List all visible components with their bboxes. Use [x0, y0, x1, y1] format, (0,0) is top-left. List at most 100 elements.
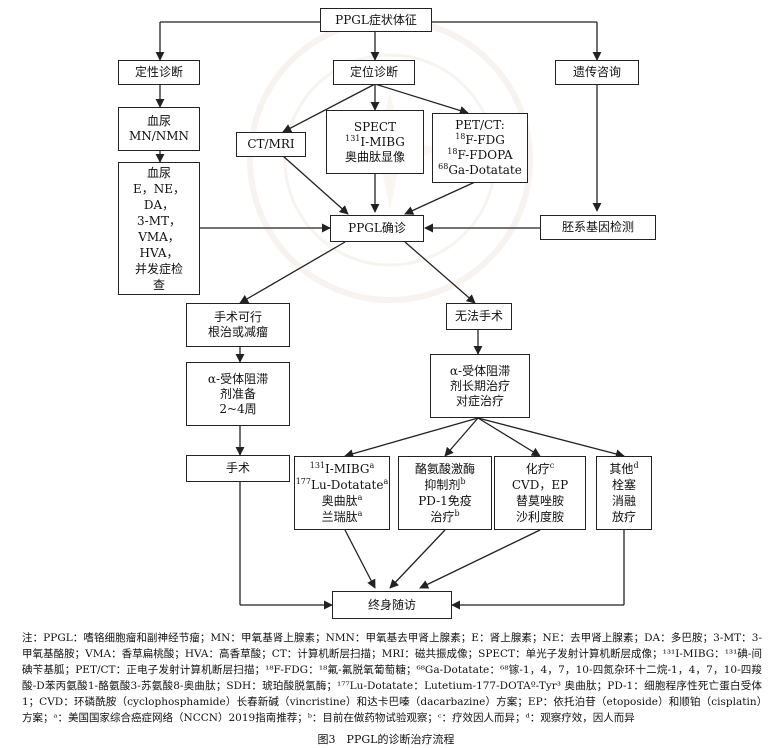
tki-line-3: PD-1免疫	[418, 494, 472, 508]
chemo-1-note: c	[549, 461, 555, 470]
blood-urine-catecholamine-node: 血尿 E，NE， DA， 3-MT， VMA， HVA， 并发症检 查	[118, 162, 200, 295]
other-line-4: 放疗	[611, 510, 636, 524]
ct-mri-node: CT/MRI	[236, 132, 306, 157]
nuclear-line-2: 177Lu-Dotatatea	[296, 477, 389, 493]
pet-2-sup: 18	[455, 132, 466, 141]
tki-line-4: 治疗b	[430, 509, 459, 525]
tki-inhibitor: 抑制剂	[424, 478, 461, 492]
spect-mibg: I-MIBG	[360, 134, 405, 149]
chemo-line-3: 替莫唑胺	[515, 494, 564, 508]
followup-node: 终身随访	[332, 591, 452, 619]
surgery-feasible-node: 手术可行 根治或减瘤	[186, 303, 290, 347]
nuclear-3-note: a	[357, 493, 363, 502]
chemo-node: 化疗c CVD，EP 替莫唑胺 沙利度胺	[494, 456, 586, 530]
chemo-line-2: CVD，EP	[511, 478, 569, 492]
nuclear-octreotide: 奥曲肽	[321, 494, 358, 508]
other-line-3: 消融	[611, 494, 636, 508]
pet-ct-node: PET/CT: 18F-FDG 18F-FDOPA 68Ga-Dotatate	[432, 113, 528, 183]
localization-diagnosis-node: 定位诊断	[333, 60, 415, 85]
start-label: PPGL症状体征	[335, 12, 417, 27]
nuclear-line-3: 奥曲肽a	[322, 493, 363, 509]
alpha-long-line-2: 剂长期治疗	[449, 378, 510, 393]
nuclear-1-note: a	[369, 461, 375, 470]
bu-line-3: DA，	[143, 197, 175, 212]
tki-therapy: 治疗	[430, 510, 455, 524]
qualitative-diagnosis-node: 定性诊断	[118, 60, 200, 85]
pet-ga: Ga-Dotatate	[448, 163, 522, 177]
pet-fdg: F-FDG	[465, 133, 505, 147]
other-line-1: 其他d	[609, 461, 638, 477]
tki-2-note: b	[460, 477, 466, 486]
confirm-label: PPGL确诊	[348, 221, 406, 235]
surgery-node: 手术	[186, 455, 290, 482]
pet-line-1: PET/CT:	[455, 118, 505, 132]
qualitative-label: 定性诊断	[134, 65, 183, 79]
nuclear-lanreotide: 兰瑞肽	[321, 510, 358, 524]
tki-4-note: b	[454, 509, 460, 518]
chemo-line-1: 化疗c	[526, 461, 555, 477]
confirm-node: PPGL确诊	[330, 215, 424, 242]
nuclear-line-1: 131I-MIBGa	[310, 461, 375, 477]
nuclear-mibg: I-MIBG	[325, 462, 370, 476]
alpha-pre-line-1: α-受体阻滞	[207, 371, 269, 386]
pet-line-2: 18F-FDG	[455, 133, 505, 148]
genetic-counseling-node: 遗传咨询	[555, 60, 639, 85]
bu-line-5: VMA，	[138, 229, 180, 244]
no-surgery-node: 无法手术	[446, 303, 512, 330]
spect-node: SPECT 131I-MIBG 奥曲肽显像	[326, 110, 424, 174]
alpha-long-line-1: α-受体阻滞	[449, 363, 511, 378]
bu-line-2: E，NE，	[132, 181, 186, 196]
tki-immuno-node: 酪氨酸激酶 抑制剂b PD-1免疫 治疗b	[398, 456, 492, 530]
pet-4-sup: 68	[438, 162, 449, 171]
surgery-ok-line-1: 手术可行	[213, 310, 262, 324]
ct-mri-label: CT/MRI	[247, 137, 295, 151]
alpha-long-line-3: 对症治疗	[455, 393, 504, 408]
other-therapy-node: 其他d 栓塞 消融 放疗	[596, 456, 652, 530]
spect-isotope-sup: 131	[345, 133, 361, 143]
alpha-pre-line-3: 2~4周	[219, 401, 257, 416]
footnote: 注：PPGL：嗜铬细胞瘤和副神经节瘤；MN：甲氧基肾上腺素；NMN：甲氧基去甲肾…	[22, 632, 762, 724]
pet-3-sup: 18	[447, 147, 458, 156]
blood-urine-line: 血尿	[146, 114, 171, 128]
bu-line-8: 查	[152, 277, 165, 292]
alpha-blocker-prep-node: α-受体阻滞 剂准备 2~4周	[186, 362, 290, 426]
start-node: PPGL症状体征	[320, 8, 432, 32]
surgery-ok-line-2: 根治或减瘤	[207, 325, 268, 339]
alpha-blocker-long-node: α-受体阻滞 剂长期治疗 对症治疗	[430, 354, 530, 418]
blood-urine-mn-node: 血尿 MN/NMN	[118, 107, 200, 151]
germline-test-node: 胚系基因检测	[540, 215, 656, 240]
nuclear-1-sup: 131	[309, 461, 326, 470]
nuclear-line-4: 兰瑞肽a	[322, 509, 363, 525]
figure-caption: 图3 PPGL的诊断治疗流程	[317, 733, 455, 746]
mn-nmn-line: MN/NMN	[128, 129, 190, 143]
spect-line-1: SPECT	[353, 119, 397, 134]
pet-line-3: 18F-FDOPA	[447, 148, 512, 163]
spect-line-3: 奥曲肽显像	[344, 149, 405, 164]
alpha-pre-line-2: 剂准备	[219, 386, 256, 401]
bu-line-4: 3-MT，	[137, 213, 181, 228]
nuclear-lu: Lu-Dotatate	[311, 478, 384, 492]
bu-line-1: 血尿	[146, 165, 171, 180]
spect-line-2: 131I-MIBG	[345, 133, 405, 150]
bu-line-7: 并发症检	[134, 261, 183, 276]
followup-label: 终身随访	[367, 597, 416, 612]
nuclear-therapy-node: 131I-MIBGa 177Lu-Dotatatea 奥曲肽a 兰瑞肽a	[294, 456, 390, 530]
other-1-note: d	[633, 461, 639, 470]
chemo-title: 化疗	[525, 462, 550, 476]
nuclear-2-sup: 177	[295, 477, 311, 486]
nuclear-4-note: a	[357, 509, 363, 518]
genetic-label: 遗传咨询	[572, 65, 621, 79]
other-title: 其他	[609, 462, 634, 476]
no-surgery-label: 无法手术	[454, 309, 503, 323]
localization-label: 定位诊断	[349, 65, 398, 79]
tki-line-2: 抑制剂b	[424, 477, 465, 493]
pet-line-4: 68Ga-Dotatate	[438, 163, 522, 178]
chemo-line-4: 沙利度胺	[515, 510, 564, 524]
germline-label: 胚系基因检测	[561, 220, 634, 234]
tki-line-1: 酪氨酸激酶	[414, 462, 475, 476]
nuclear-2-note: a	[383, 477, 389, 486]
other-line-2: 栓塞	[611, 478, 636, 492]
surgery-label: 手术	[225, 461, 250, 475]
bu-line-6: HVA，	[139, 245, 179, 260]
